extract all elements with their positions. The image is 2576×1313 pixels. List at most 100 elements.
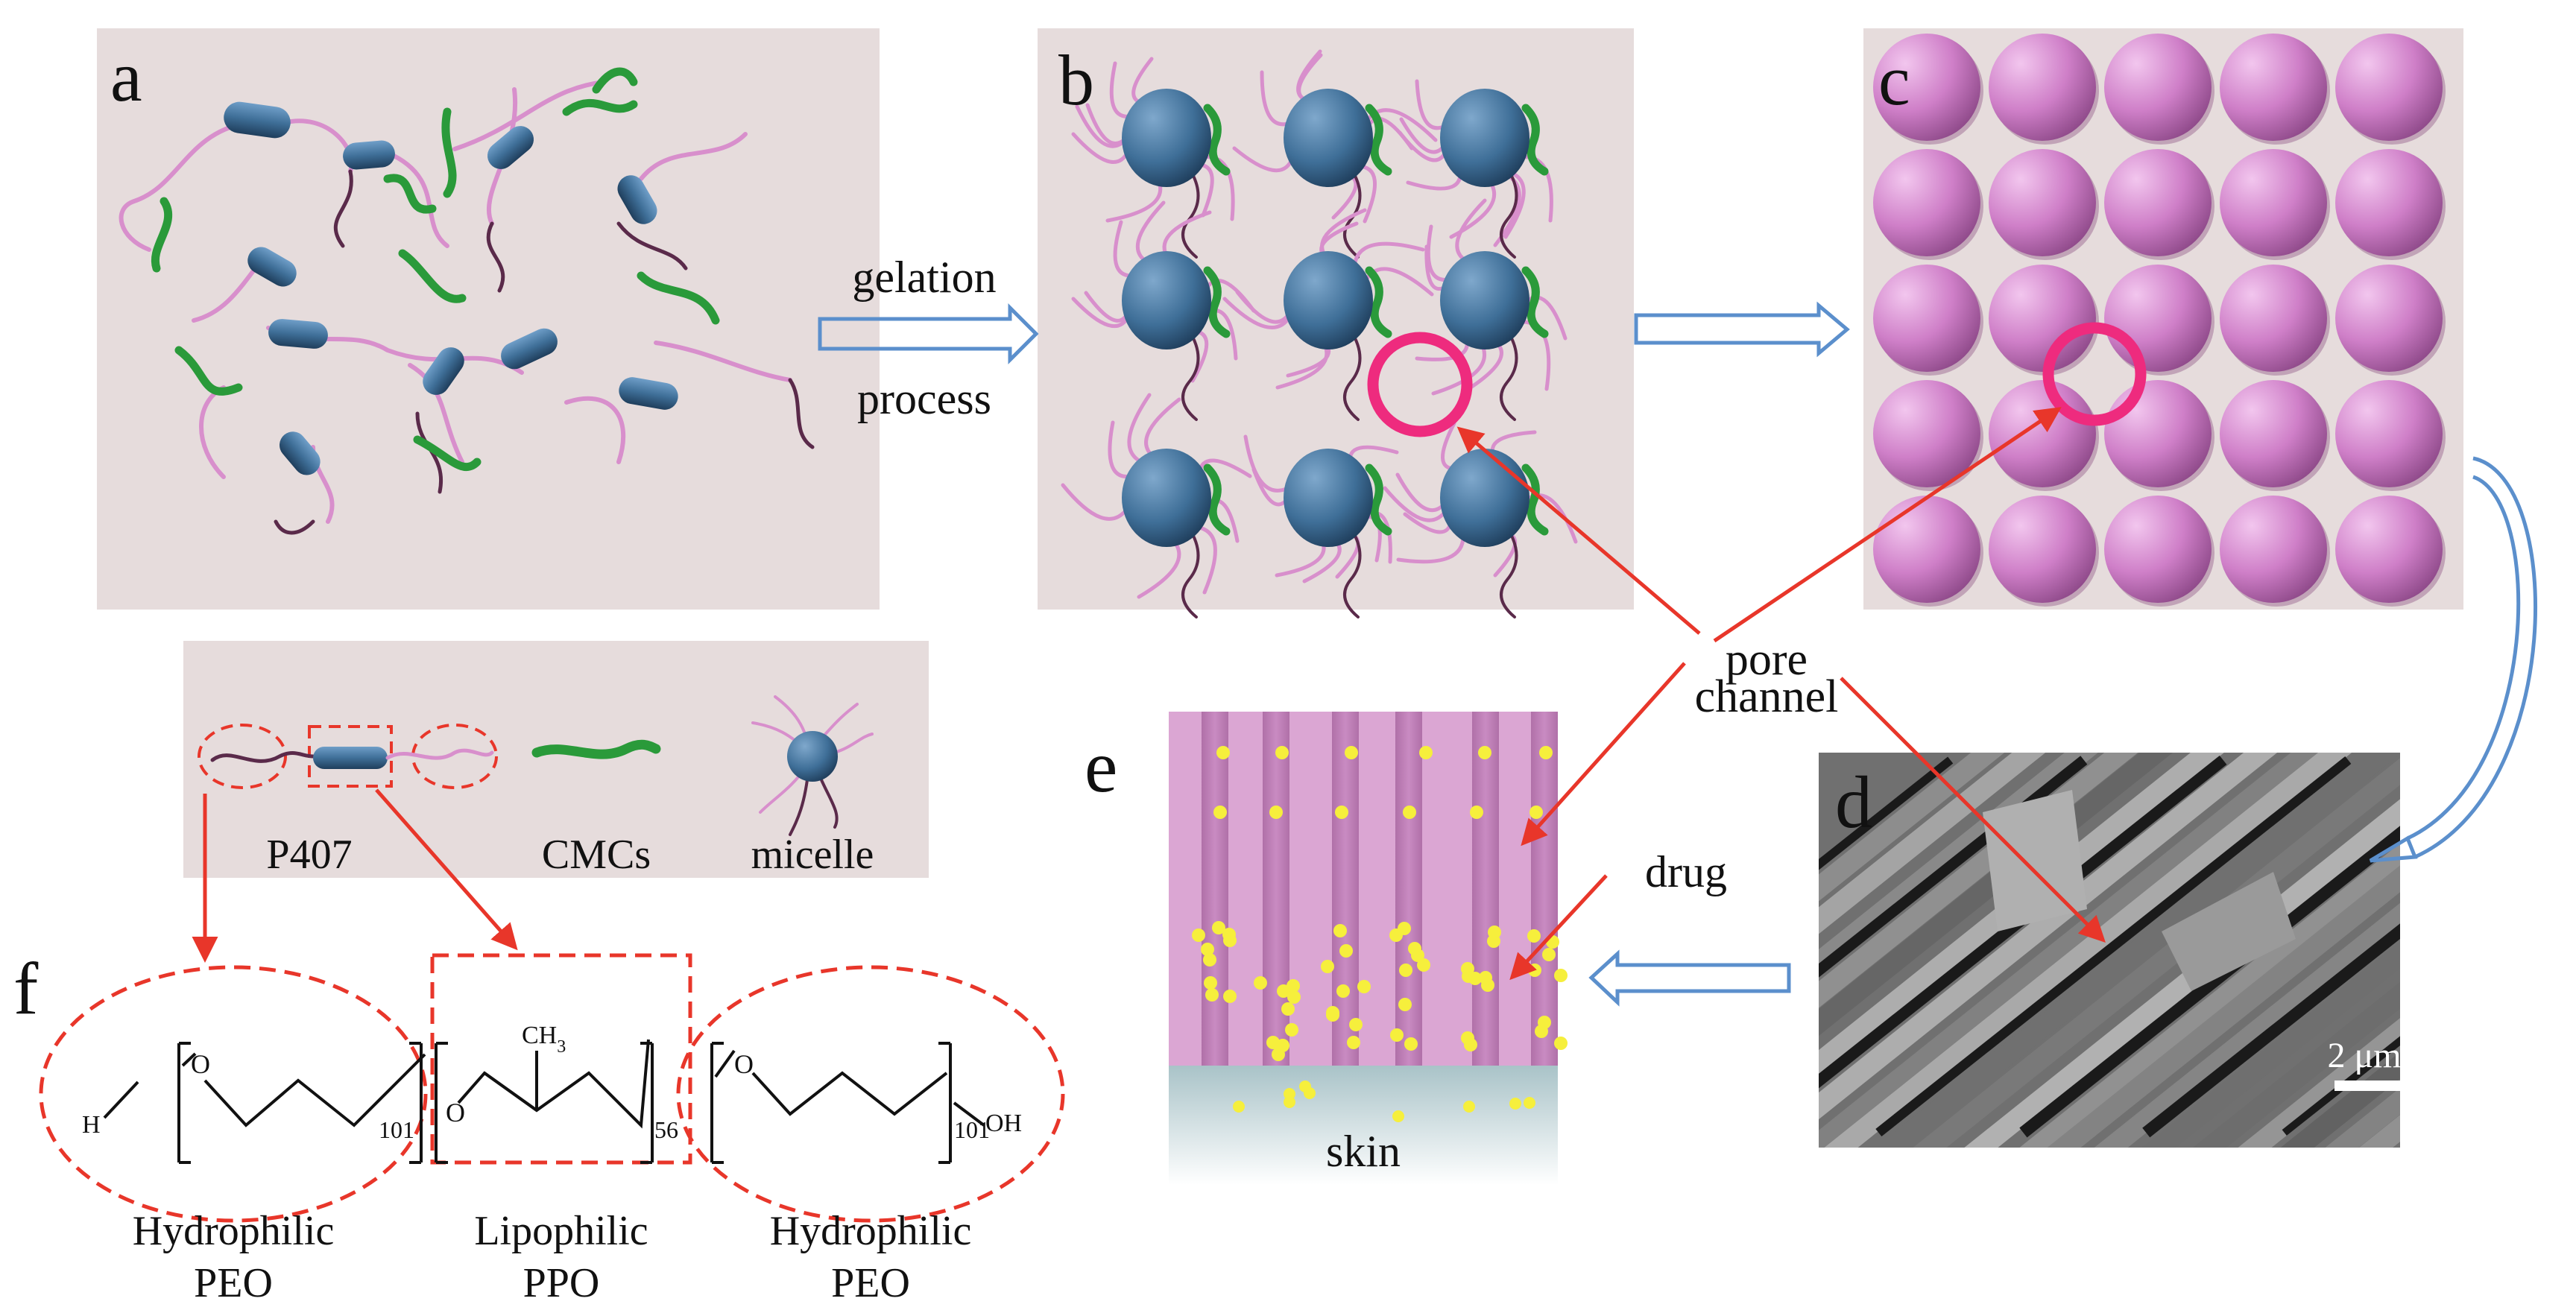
arrow-c-to-d-inner — [2406, 475, 2521, 841]
gel-sphere — [2335, 265, 2443, 372]
legend-box: P407 CMCs micelle — [183, 641, 929, 878]
sem-texture — [1819, 745, 2576, 1162]
arrow-a-to-b — [818, 303, 1039, 365]
block-1-line2: PEO — [194, 1260, 273, 1306]
panel-a-background — [97, 28, 880, 610]
pore-channel — [1472, 712, 1499, 1066]
scale-bar-label: 2 μm — [2327, 1036, 2401, 1075]
pore-channel — [1395, 712, 1422, 1066]
gel-sphere — [2104, 265, 2212, 372]
panel-b-micelles — [1122, 89, 1530, 547]
panel-a-cmcs-strands — [151, 67, 720, 471]
gel-sphere — [2335, 149, 2443, 256]
pore-channel — [1531, 712, 1558, 1066]
cmcs-strand — [1365, 104, 1392, 176]
arrow-b-to-c — [1634, 301, 1850, 358]
gel-sphere — [2104, 380, 2212, 487]
cmcs-strand — [1521, 463, 1549, 536]
drug-particle — [1527, 929, 1541, 943]
drug-particle — [1392, 1110, 1404, 1122]
gel-sphere — [2104, 34, 2212, 141]
micelle — [1440, 89, 1530, 187]
micelle-chain — [1109, 61, 1134, 118]
drug-particle — [1216, 746, 1230, 759]
cmcs-strand — [1365, 266, 1392, 338]
panel-f-label: f — [13, 947, 39, 1030]
drug-particle — [1554, 1037, 1568, 1050]
block-2-line1: Lipophilic — [474, 1208, 648, 1254]
micelle-chain — [1071, 132, 1130, 164]
scale-bar — [2334, 1081, 2402, 1091]
drug-particle — [1535, 1025, 1548, 1038]
sem-layer — [2142, 941, 2400, 1148]
sem-layer — [2523, 745, 2576, 1162]
drug-particle — [1461, 1031, 1474, 1045]
panel-b-label: b — [1058, 40, 1094, 120]
legend-cmcs-label: CMCs — [542, 832, 651, 878]
drug-particle — [1524, 1097, 1535, 1109]
drug-particle — [1357, 980, 1371, 993]
gel-sphere — [1989, 496, 2096, 603]
gel-sphere — [2104, 496, 2212, 603]
drug-particle — [1411, 949, 1424, 962]
drug-particle — [1281, 1002, 1295, 1016]
gel-sphere — [1989, 34, 2096, 141]
skin-label: skin — [1326, 1127, 1401, 1176]
drug-particle — [1487, 934, 1500, 948]
pore-channel — [1332, 712, 1359, 1066]
sem-crack — [2282, 1036, 2400, 1136]
micelle-chain — [1243, 434, 1290, 493]
arrow-d-to-e — [1588, 949, 1791, 1007]
block-3-line2: PEO — [831, 1260, 910, 1306]
cmcs-strand — [1365, 463, 1392, 536]
drug-particle — [1304, 1087, 1316, 1099]
repeat-n1: 101 — [379, 1116, 414, 1143]
atom-h: H — [82, 1111, 101, 1139]
drug-particle — [1481, 978, 1494, 992]
gel-sphere — [2104, 149, 2212, 256]
panel-a-label: a — [110, 37, 142, 116]
pore-label: pore — [1726, 634, 1808, 685]
sem-layers — [1819, 745, 2576, 1162]
micelle-end-chain — [1343, 166, 1362, 259]
block-3-line1: Hydrophilic — [770, 1208, 972, 1254]
drug-particle — [1201, 943, 1214, 956]
micelle-end-chain — [1500, 526, 1518, 618]
methyl-group: CH3 — [522, 1022, 566, 1057]
atom-o-2: O — [446, 1098, 465, 1127]
drug-particle — [1462, 969, 1475, 983]
drug-label: drug — [1645, 847, 1727, 896]
panel-d: 2 μm d — [1819, 745, 2576, 1162]
sem-layer — [2496, 745, 2576, 1162]
repeat-n2: 56 — [654, 1116, 678, 1143]
drug-particle — [1223, 990, 1237, 1003]
legend-micelle-icon — [751, 695, 874, 836]
micelle — [1440, 251, 1530, 349]
drug-particle — [1470, 806, 1483, 819]
annotation-arrows — [192, 407, 2106, 981]
gel-sphere — [1873, 265, 1980, 372]
panel-c: c — [1863, 28, 2463, 610]
drug-particle — [1419, 746, 1433, 759]
gel-sphere — [1873, 149, 1980, 256]
legend-p407-rod — [313, 747, 388, 769]
panel-e-label: e — [1085, 725, 1117, 808]
drug-particle — [1542, 948, 1556, 961]
panel-c-sphere-grid — [1873, 34, 2446, 607]
drug-particle — [1277, 984, 1290, 998]
arrow-pore-to-b — [1456, 426, 1701, 635]
gel-sphere — [2220, 265, 2327, 372]
micelle — [1284, 449, 1373, 547]
gel-sphere — [2220, 34, 2327, 141]
sem-crack — [2142, 923, 2400, 1138]
drug-particle — [1463, 1101, 1475, 1113]
panel-c-pore-ring — [2042, 322, 2147, 426]
micelle-chain — [1061, 483, 1129, 521]
sem-layer — [1819, 753, 2005, 902]
drug-particle — [1339, 944, 1353, 958]
sem-crack — [2545, 760, 2576, 1133]
arrow-pore-to-c — [1713, 407, 2062, 643]
drug-particle — [1269, 806, 1283, 819]
drug-particle — [1213, 806, 1227, 819]
